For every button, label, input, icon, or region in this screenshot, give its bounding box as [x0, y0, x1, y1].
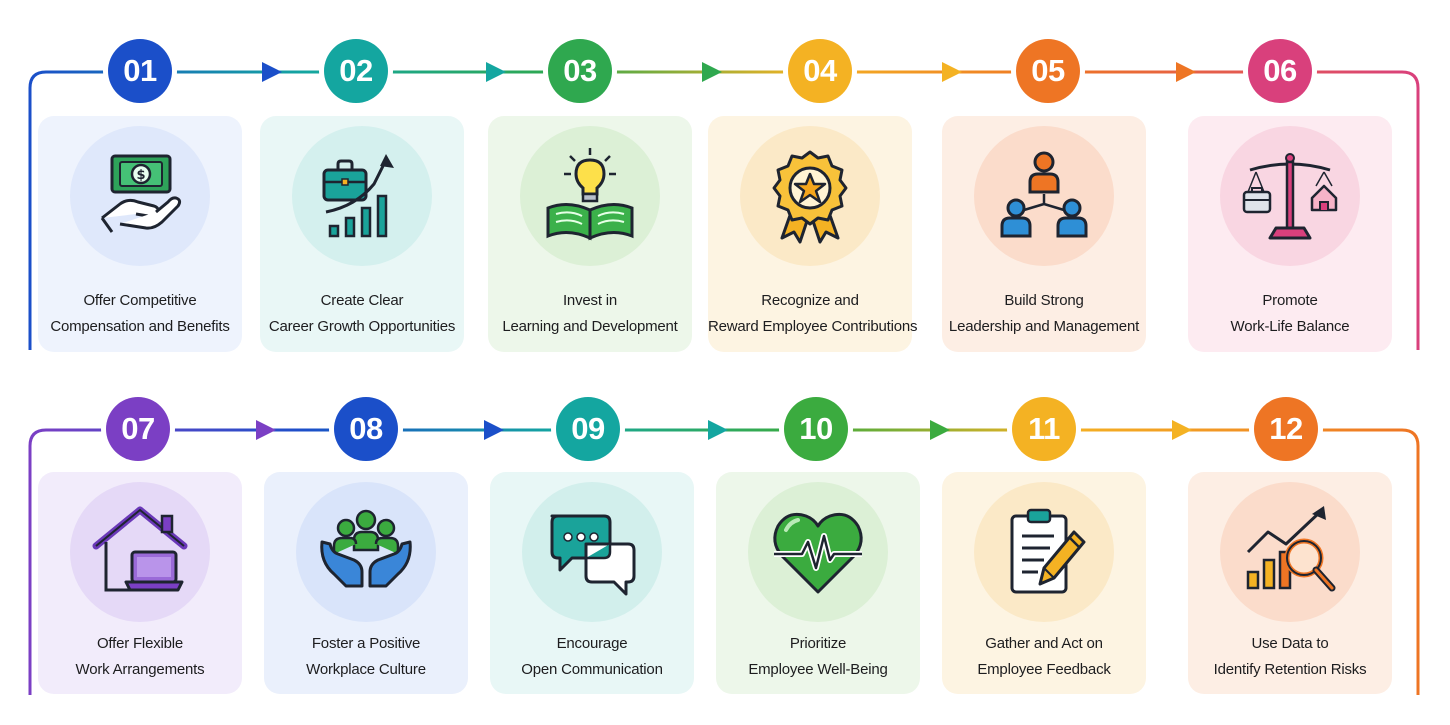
team-hands-icon	[320, 509, 412, 588]
step-04-title-line2: Reward Employee Contributions	[708, 318, 918, 335]
step-03-title-line2: Learning and Development	[502, 318, 678, 335]
step-06-title-line2: Work-Life Balance	[1230, 318, 1350, 335]
step-number-badge-01: 01	[108, 39, 172, 103]
step-number-badge-07: 07	[106, 397, 170, 461]
arrowhead-4	[942, 62, 962, 82]
arrowhead-1	[262, 62, 282, 82]
step-number-badge-10: 10	[784, 397, 848, 461]
step-08-title-line2: Workplace Culture	[306, 661, 426, 678]
step-card-05: Build Strong Leadership and Management	[942, 116, 1146, 352]
step-02-title-line2: Career Growth Opportunities	[268, 318, 456, 335]
step-05-title-line1: Build Strong	[1004, 292, 1084, 309]
step-09-title-line2: Open Communication	[521, 661, 663, 678]
leadership-team-icon	[1000, 151, 1088, 238]
step-11-title-line2: Employee Feedback	[977, 661, 1111, 678]
arrowhead-10	[1172, 420, 1192, 440]
step-number-badge-09: 09	[556, 397, 620, 461]
step-12-title-line2: Identify Retention Risks	[1213, 661, 1367, 678]
arrowhead-8	[708, 420, 728, 440]
svg-text:$: $	[136, 168, 145, 183]
career-growth-icon	[322, 154, 394, 238]
step-number-badge-11: 11	[1012, 397, 1076, 461]
arrowhead-9	[930, 420, 950, 440]
step-number-badge-04: 04	[788, 39, 852, 103]
lightbulb-book-icon	[546, 148, 634, 241]
arrowhead-6	[256, 420, 276, 440]
step-12-title-line1: Use Data to	[1251, 635, 1329, 652]
step-card-01: $ Offer Competitive Compensation and Ben…	[38, 116, 242, 352]
step-05-title-line2: Leadership and Management	[948, 318, 1140, 335]
step-card-04: Recognize and Reward Employee Contributi…	[708, 116, 918, 352]
step-number-badge-12: 12	[1254, 397, 1318, 461]
step-card-02: Create Clear Career Growth Opportunities	[260, 116, 464, 352]
arrowhead-2	[486, 62, 506, 82]
step-08-title-line1: Foster a Positive	[311, 635, 421, 652]
arrowhead-7	[484, 420, 504, 440]
step-card-03: Invest in Learning and Development	[488, 116, 692, 352]
step-06-title-line1: Promote	[1262, 292, 1318, 309]
step-card-12: Use Data to Identify Retention Risks	[1188, 472, 1392, 694]
step-10-title-line2: Employee Well-Being	[748, 661, 888, 678]
arrowhead-3	[702, 62, 722, 82]
step-02-title-line1: Create Clear	[320, 292, 404, 309]
step-card-07: Offer Flexible Work Arrangements	[38, 472, 242, 694]
award-ribbon-icon	[772, 150, 848, 244]
step-card-09: Encourage Open Communication	[490, 472, 694, 694]
home-laptop-icon	[92, 506, 188, 592]
step-07-title-line1: Offer Flexible	[96, 635, 184, 652]
clipboard-pencil-icon	[1010, 508, 1086, 594]
step-10-title-line1: Prioritize	[789, 635, 847, 652]
chat-bubbles-icon	[550, 514, 636, 596]
step-01-title-line1: Offer Competitive	[83, 292, 197, 309]
step-04-title-line1: Recognize and	[761, 292, 859, 309]
step-11-title-line1: Gather and Act on	[985, 635, 1103, 652]
step-number-badge-08: 08	[334, 397, 398, 461]
money-hand-icon: $	[100, 154, 182, 233]
step-number-badge-06: 06	[1248, 39, 1312, 103]
step-card-06: Promote Work-Life Balance	[1188, 116, 1392, 352]
step-number-badge-02: 02	[324, 39, 388, 103]
step-09-title-line1: Encourage	[556, 635, 628, 652]
arrowhead-5	[1176, 62, 1196, 82]
chart-magnifier-icon	[1246, 506, 1336, 592]
step-card-08: Foster a Positive Workplace Culture	[264, 472, 468, 694]
step-03-title-line1: Invest in	[562, 292, 618, 309]
step-card-11: Gather and Act on Employee Feedback	[942, 472, 1146, 694]
step-number-badge-05: 05	[1016, 39, 1080, 103]
step-number-badge-03: 03	[548, 39, 612, 103]
step-card-10: Prioritize Employee Well-Being	[716, 472, 920, 694]
balance-scale-icon	[1242, 153, 1338, 240]
step-07-title-line2: Work Arrangements	[75, 661, 205, 678]
row1-connector	[28, 70, 1420, 350]
step-01-title-line2: Compensation and Benefits	[50, 318, 230, 335]
heart-pulse-icon	[773, 512, 863, 594]
